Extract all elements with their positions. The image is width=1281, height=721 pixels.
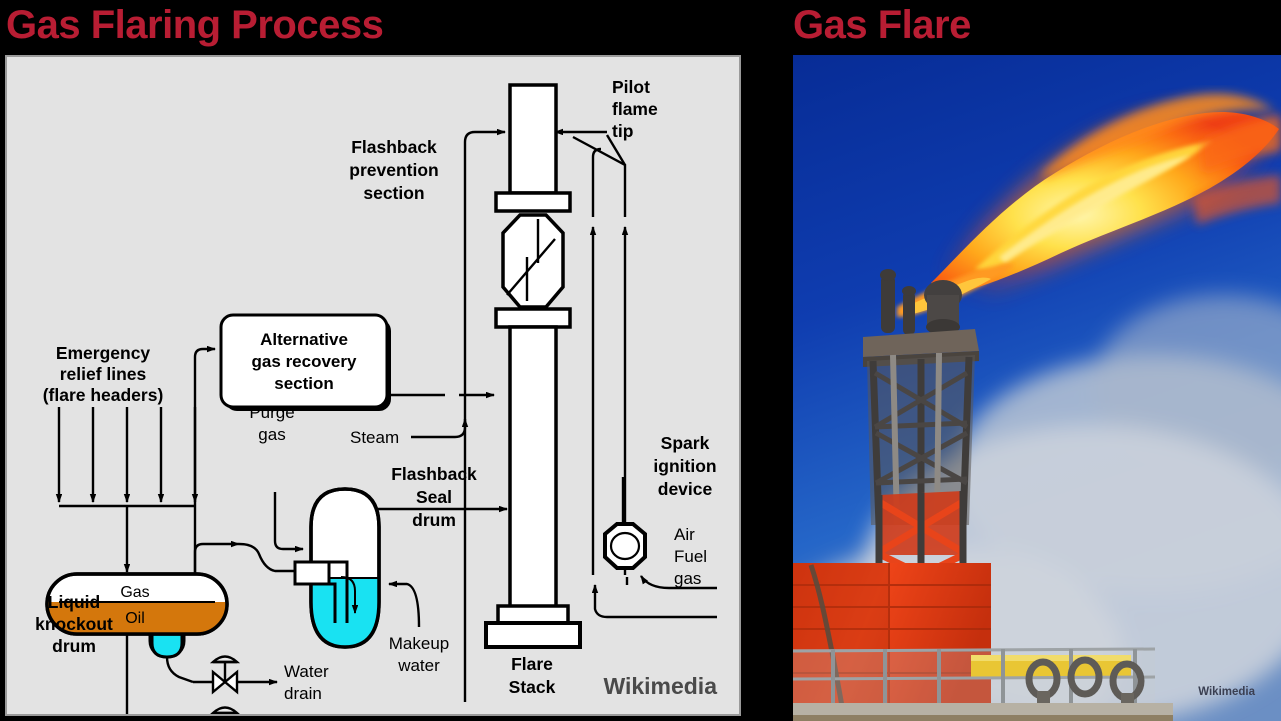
makeup-water-line: [388, 580, 421, 628]
label-water-drain: Water drain: [284, 662, 329, 703]
photo-canvas: Wikimedia: [793, 55, 1281, 721]
svg-text:Steam: Steam: [350, 428, 399, 447]
liquid-knockout-drum: [45, 572, 229, 659]
label-makeup-water: Makeup water: [389, 634, 449, 675]
svg-text:Water: Water: [284, 662, 329, 681]
pilot-stacks: [880, 269, 916, 335]
label-pilot-flame-tip: Pilot flame tip: [612, 77, 658, 141]
boom-top-deck: [863, 329, 979, 357]
svg-text:gas: gas: [258, 425, 285, 444]
oil-drain-valve: [210, 706, 240, 714]
label-alternative-gas-recovery: Alternative gas recovery section: [252, 330, 357, 393]
spark-ignition-device: [603, 522, 647, 570]
svg-text:knockout: knockout: [35, 614, 113, 634]
flashback-prevention-section: [501, 213, 565, 309]
label-drum-contents: Gas Oil: [120, 584, 149, 627]
gas-flaring-process-diagram: Emergency relief lines (flare headers) A…: [5, 55, 741, 716]
svg-text:Flashback: Flashback: [351, 137, 437, 157]
svg-text:Gas: Gas: [120, 584, 149, 601]
flashback-seal-drum: [293, 487, 381, 649]
svg-text:Spark: Spark: [661, 433, 710, 453]
svg-text:Seal: Seal: [416, 487, 452, 507]
steam-riser-to-tip: [463, 128, 506, 702]
label-air-fuel-gas: Air Fuel gas: [674, 525, 707, 588]
svg-text:tip: tip: [612, 121, 633, 141]
pilot-flame-callout: [554, 128, 627, 166]
svg-text:Fuel: Fuel: [674, 547, 707, 566]
label-flashback-seal-drum: Flashback Seal drum: [391, 464, 477, 530]
svg-text:Makeup: Makeup: [389, 634, 449, 653]
red-module-wall: [793, 563, 991, 713]
gas-recovery-riser: [193, 345, 216, 591]
ko-drum-gas-outlet: [193, 540, 308, 591]
svg-text:section: section: [363, 183, 424, 203]
label-flashback-prevention-section: Flashback prevention section: [349, 137, 438, 203]
tower-bracing-upper: [873, 370, 969, 486]
svg-text:Oil: Oil: [125, 610, 145, 627]
photo-watermark: Wikimedia: [1198, 686, 1255, 698]
page-title-left: Gas Flaring Process: [6, 3, 384, 47]
label-oil-drain: Oil drain: [284, 713, 305, 714]
svg-text:gas recovery: gas recovery: [252, 352, 357, 371]
svg-text:Oil: Oil: [284, 713, 305, 714]
svg-text:device: device: [658, 479, 713, 499]
purge-gas-line: [273, 492, 304, 553]
svg-text:Flare: Flare: [511, 654, 553, 674]
label-liquid-knockout-drum: Liquid knockout drum: [35, 592, 113, 656]
label-purge-gas: Purge gas: [249, 403, 294, 444]
label-steam: Steam: [350, 428, 399, 447]
pilot-risers: [572, 135, 629, 575]
drain-piping: [125, 634, 278, 714]
svg-text:Alternative: Alternative: [260, 330, 348, 349]
svg-text:section: section: [274, 374, 334, 393]
svg-text:relief lines: relief lines: [60, 364, 147, 384]
svg-text:drum: drum: [52, 636, 96, 656]
svg-text:water: water: [397, 656, 440, 675]
steam-line: [411, 418, 469, 439]
svg-text:drain: drain: [284, 684, 322, 703]
diagram-canvas: Emergency relief lines (flare headers) A…: [35, 77, 717, 714]
gas-flare-photo: Wikimedia: [793, 55, 1281, 721]
offshore-platform: [793, 563, 1173, 721]
svg-text:Flashback: Flashback: [391, 464, 477, 484]
svg-text:drum: drum: [412, 510, 456, 530]
flare-stack: [484, 83, 582, 649]
air-fuel-lines: [591, 575, 717, 619]
flare-flame: [897, 93, 1281, 317]
svg-text:Stack: Stack: [509, 677, 556, 697]
emergency-relief-lines: [55, 407, 199, 573]
svg-text:Liquid: Liquid: [48, 592, 100, 612]
alternative-gas-recovery-box: [219, 313, 391, 411]
svg-text:prevention: prevention: [349, 160, 438, 180]
svg-text:ignition: ignition: [653, 456, 716, 476]
page-title-right: Gas Flare: [793, 3, 971, 47]
svg-text:Pilot: Pilot: [612, 77, 650, 97]
svg-text:Purge: Purge: [249, 403, 294, 422]
label-flare-stack: Flare Stack: [509, 654, 556, 697]
svg-text:Emergency: Emergency: [56, 343, 151, 363]
diagram-watermark: Wikimedia: [603, 673, 717, 699]
svg-text:gas: gas: [674, 569, 701, 588]
svg-text:Air: Air: [674, 525, 695, 544]
label-emergency-relief-lines: Emergency relief lines (flare headers): [43, 343, 164, 405]
svg-text:flame: flame: [612, 99, 658, 119]
svg-text:(flare headers): (flare headers): [43, 385, 164, 405]
water-drain-valve: [209, 655, 241, 695]
label-spark-ignition-device: Spark ignition device: [653, 433, 716, 499]
